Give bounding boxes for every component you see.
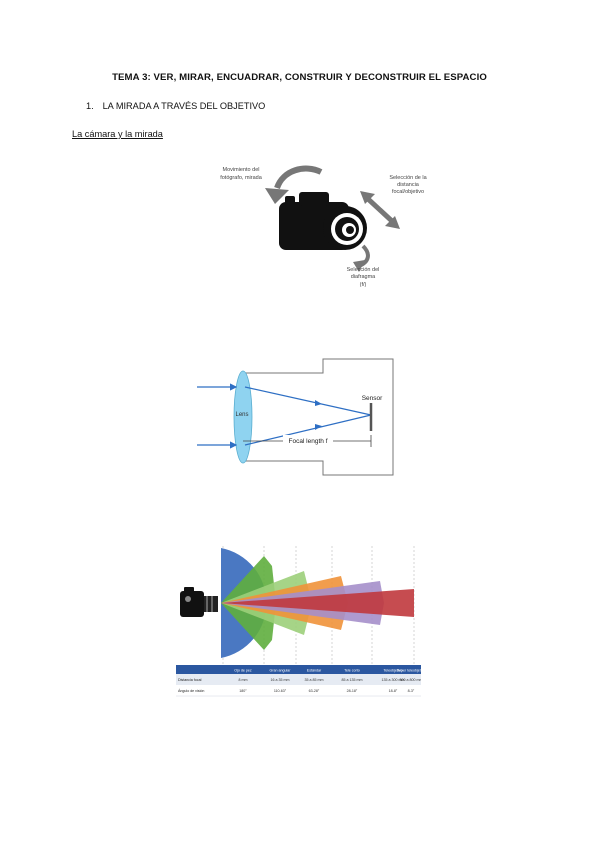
table-cell: 135 a 300 mm [382, 678, 405, 682]
label-aperture-2: diafragma [351, 274, 376, 280]
lens-label: Lens [235, 412, 248, 418]
figure-camera-controls: Movimiento del fotógrafo, mirada Selecci… [205, 158, 445, 293]
section-title: LA MIRADA A TRAVÉS DEL OBJETIVO [102, 101, 266, 111]
figure-focal-lengths: Ojo de pez Gran angular Estándar Tele corto… [176, 546, 425, 706]
section-number: 1. [86, 101, 94, 111]
camera-icon [279, 192, 367, 250]
table-cell: 180° [239, 689, 247, 693]
camera-side-icon [180, 587, 218, 617]
angle-wedge-super-tele [221, 589, 414, 617]
table-cell: 8 mm [239, 678, 248, 682]
table-header-cell: Teleobjetivo [384, 669, 403, 673]
label-movement-2: fotógrafo, mirada [220, 175, 263, 181]
table-cell: 85 a 135 mm [342, 678, 363, 682]
zoom-arrow-icon [360, 191, 400, 229]
label-focal-1: Selección de la [389, 175, 427, 181]
table-cell: 18-8° [389, 689, 398, 693]
focal-table: Ojo de pez Gran angular Estándar Tele corto… [176, 665, 425, 697]
table-row-label: Distancia focal [178, 678, 202, 682]
table-cell: 35 a 85 mm [305, 678, 324, 682]
table-cell: 8-3° [408, 689, 415, 693]
lens-shape [233, 370, 253, 464]
figure-lens-diagram: Lens Sensor Focal length f [195, 355, 395, 478]
table-row-label: Ángulo de visión [178, 689, 204, 693]
table-header-cell: Estándar [307, 669, 322, 673]
rotate-arrow-icon [265, 165, 323, 204]
table-cell: 28-18° [347, 689, 358, 693]
document-title: TEMA 3: VER, MIRAR, ENCUADRAR, CONSTRUIR… [112, 72, 487, 83]
focal-length-label: Focal length f [288, 438, 327, 445]
table-header-cell: Tele corto [344, 669, 360, 673]
table-header-cell: Ojo de pez [234, 669, 252, 673]
table-header-cell: Gran angular [270, 669, 292, 673]
table-header-cell: Super teleobjetivo [397, 669, 421, 673]
label-aperture-1: Selección del [347, 267, 380, 273]
ray-bottom-out [244, 414, 372, 446]
label-aperture-3: (f/) [360, 282, 367, 288]
ray-top-out [244, 386, 372, 416]
label-movement-1: Movimiento del [223, 167, 260, 173]
sensor-label: Sensor [362, 395, 383, 402]
camera-body-outline [242, 358, 394, 476]
table-cell: 300 a 800 mm [400, 678, 421, 682]
table-cell: 16 a 35 mm [271, 678, 290, 682]
label-focal-2: distancia [397, 182, 420, 188]
table-cell: 110-63° [274, 689, 287, 693]
aperture-arrow-icon [353, 244, 370, 272]
section-heading: 1. LA MIRADA A TRAVÉS DEL OBJETIVO [86, 101, 265, 111]
label-focal-3: focal/objetivo [392, 189, 424, 195]
subsection-title: La cámara y la mirada [72, 129, 163, 139]
table-cell: 63-28° [309, 689, 320, 693]
